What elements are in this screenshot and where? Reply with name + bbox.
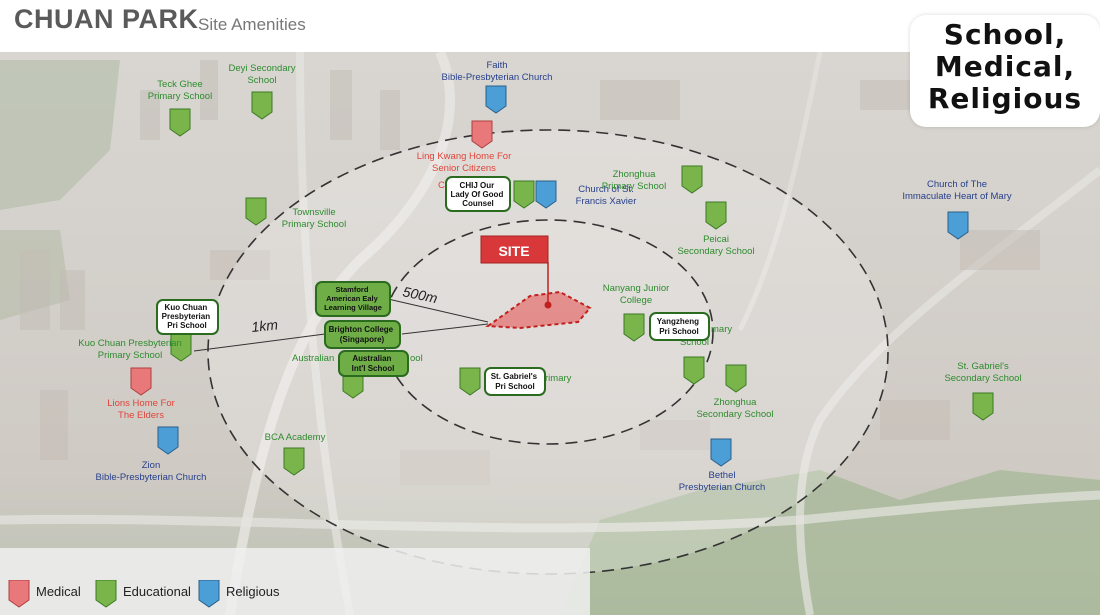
connector-line [193, 333, 326, 352]
badge-line: Religious [927, 82, 1083, 115]
page-subtitle: Site Amenities [198, 15, 306, 34]
amenity-label: BCA Academy [265, 432, 326, 443]
road [737, 51, 823, 332]
callout-australian[interactable]: Australian Int'l School [338, 350, 409, 377]
partial-label: ool [410, 353, 423, 364]
svg-text:St. Gabriel's Pri School: St. Gabriel's Pri School [491, 372, 540, 391]
site-label: SITE [498, 243, 529, 259]
svg-text:Kuo Chuan Presbyterian: Kuo Chuan Presbyterian Pri School [162, 303, 213, 330]
partial-label: School [680, 337, 709, 348]
svg-text:Australian Int'l School: Australian Int'l School [352, 354, 395, 373]
callout-st-gabriels-pri[interactable]: St. Gabriel's Pri School [484, 367, 546, 396]
callout-kuo-chuan[interactable]: Kuo Chuan Presbyterian Pri School [156, 299, 219, 335]
svg-text:CHIJ Our Lady Of Good: CHIJ Our Lady Of Good Counsel [450, 181, 505, 208]
legend: Medical Educational Religious [0, 548, 590, 615]
badge-line: School, [943, 18, 1067, 51]
partial-label: Australian [292, 353, 334, 364]
svg-text:Brighton College (Singap: Brighton College (Singapore) [329, 325, 396, 344]
svg-text:Stamford American Ealy: Stamford American Ealy Learning Village [324, 285, 382, 312]
partial-label: mary [711, 324, 732, 335]
callout-yangzheng[interactable]: Yangzheng Pri School [649, 312, 710, 341]
svg-text:Yangzheng Pri School: Yangzheng Pri School [657, 317, 701, 336]
site-boundary [485, 290, 592, 330]
callout-stamford[interactable]: Stamford American Ealy Learning Village [315, 281, 391, 317]
religious-pin-icon [198, 580, 220, 608]
road [0, 490, 1100, 533]
educational-pin-icon [95, 580, 117, 608]
callout-brighton[interactable]: Brighton College (Singapore) [324, 320, 401, 349]
park-area [0, 60, 120, 210]
site-marker [544, 301, 552, 309]
legend-label: Religious [226, 584, 280, 599]
page-title: CHUAN PARK [14, 4, 199, 34]
ring-label-1km: 1km [251, 316, 279, 335]
medical-pin-icon [8, 580, 30, 608]
road [225, 49, 455, 615]
legend-label: Medical [36, 584, 81, 599]
connector-line [387, 298, 489, 323]
amenity-label: Church of St.Francis Xavier [576, 184, 637, 207]
connector-line [401, 323, 489, 335]
ring-label-500m: 500m [401, 283, 439, 306]
category-badge: School, Medical, Religious [910, 15, 1100, 127]
site-flag [480, 235, 549, 264]
legend-label: Educational [123, 584, 191, 599]
partial-label: rimary [545, 373, 572, 384]
callout-chij[interactable]: CHIJ Our Lady Of Good Counsel [445, 176, 511, 212]
badge-line: Medical, [934, 50, 1076, 83]
building-blocks [20, 60, 1040, 485]
partial-label: C [438, 180, 445, 191]
